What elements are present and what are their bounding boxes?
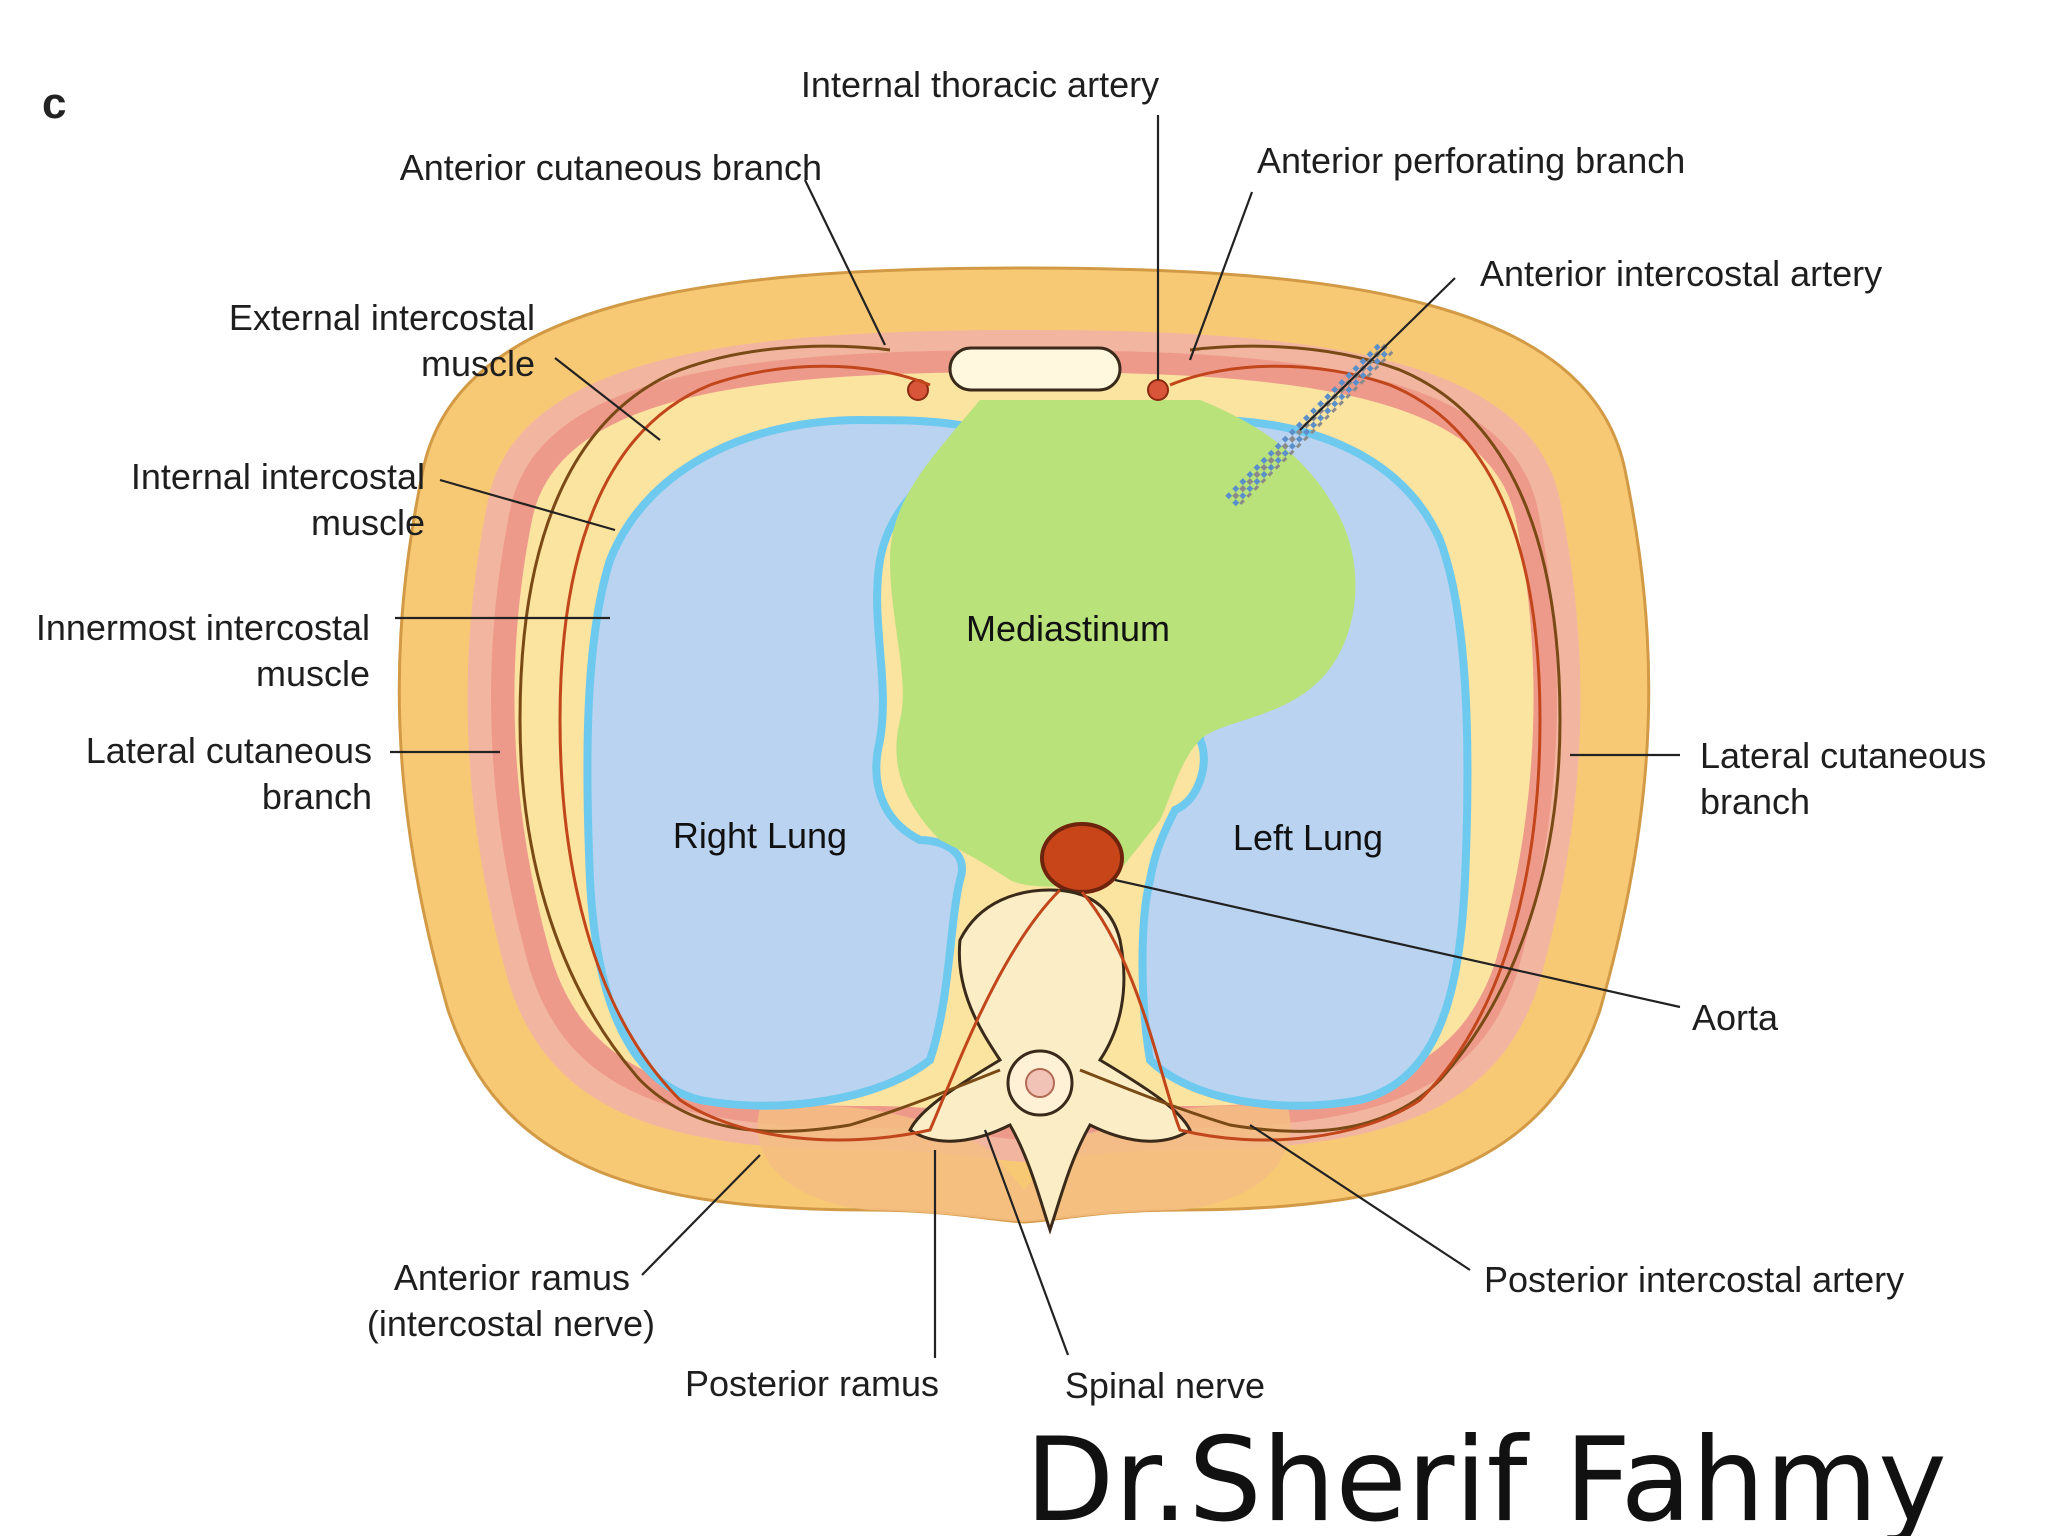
label-right-lung: Right Lung — [673, 815, 847, 856]
label-innermost-intercostal-muscle-line1: Innermost intercostal — [36, 607, 370, 648]
label-lateral-cutaneous-branch-left-line1: Lateral cutaneous — [86, 730, 372, 771]
aorta — [1040, 822, 1124, 894]
label-anterior-perforating-branch: Anterior perforating branch — [1257, 140, 1685, 181]
mediastinum — [890, 400, 1356, 887]
label-internal-intercostal-muscle-line1: Internal intercostal — [131, 456, 425, 497]
nerves-arteries — [518, 344, 1562, 1142]
posterior-intercostal-artery-left — [1080, 364, 1542, 1142]
label-anterior-cutaneous-branch: Anterior cutaneous branch — [400, 147, 822, 188]
label-lateral-cutaneous-branch-left-line2: branch — [262, 776, 372, 817]
right-lung — [583, 415, 988, 1110]
leader-lines — [390, 115, 1681, 1358]
label-posterior-intercostal-artery: Posterior intercostal artery — [1484, 1259, 1904, 1300]
label-anterior-intercostal-artery: Anterior intercostal artery — [1480, 253, 1882, 294]
label-anterior-ramus-line1: Anterior ramus — [394, 1257, 630, 1298]
needle-marker — [1225, 340, 1394, 509]
label-innermost-intercostal-muscle-line2: muscle — [256, 653, 370, 694]
label-external-intercostal-muscle-line2: muscle — [421, 343, 535, 384]
label-internal-thoracic-artery: Internal thoracic artery — [801, 64, 1159, 105]
label-mediastinum: Mediastinum — [966, 608, 1170, 649]
spinal-cord-core — [1025, 1068, 1055, 1098]
intercostal-nerve-right — [518, 344, 1001, 1133]
internal-thoracic-artery-left — [1147, 379, 1169, 401]
label-aorta: Aorta — [1692, 997, 1779, 1038]
sternum — [948, 346, 1122, 392]
label-lateral-cutaneous-branch-right-line2: branch — [1700, 781, 1810, 822]
label-internal-intercostal-muscle-line2: muscle — [311, 502, 425, 543]
label-anterior-ramus-line2: (intercostal nerve) — [367, 1303, 655, 1344]
label-lateral-cutaneous-branch-right-line1: Lateral cutaneous — [1700, 735, 1986, 776]
posterior-intercostal-artery-right — [558, 364, 1062, 1142]
panel-letter: c — [42, 79, 66, 128]
label-left-lung: Left Lung — [1233, 817, 1383, 858]
label-posterior-ramus: Posterior ramus — [685, 1363, 939, 1404]
label-external-intercostal-muscle-line1: External intercostal — [229, 297, 535, 338]
signature: Dr.Sherif Fahmy — [1025, 1413, 1947, 1536]
intercostal-nerve-left — [1079, 344, 1562, 1133]
label-spinal-nerve: Spinal nerve — [1065, 1365, 1265, 1406]
